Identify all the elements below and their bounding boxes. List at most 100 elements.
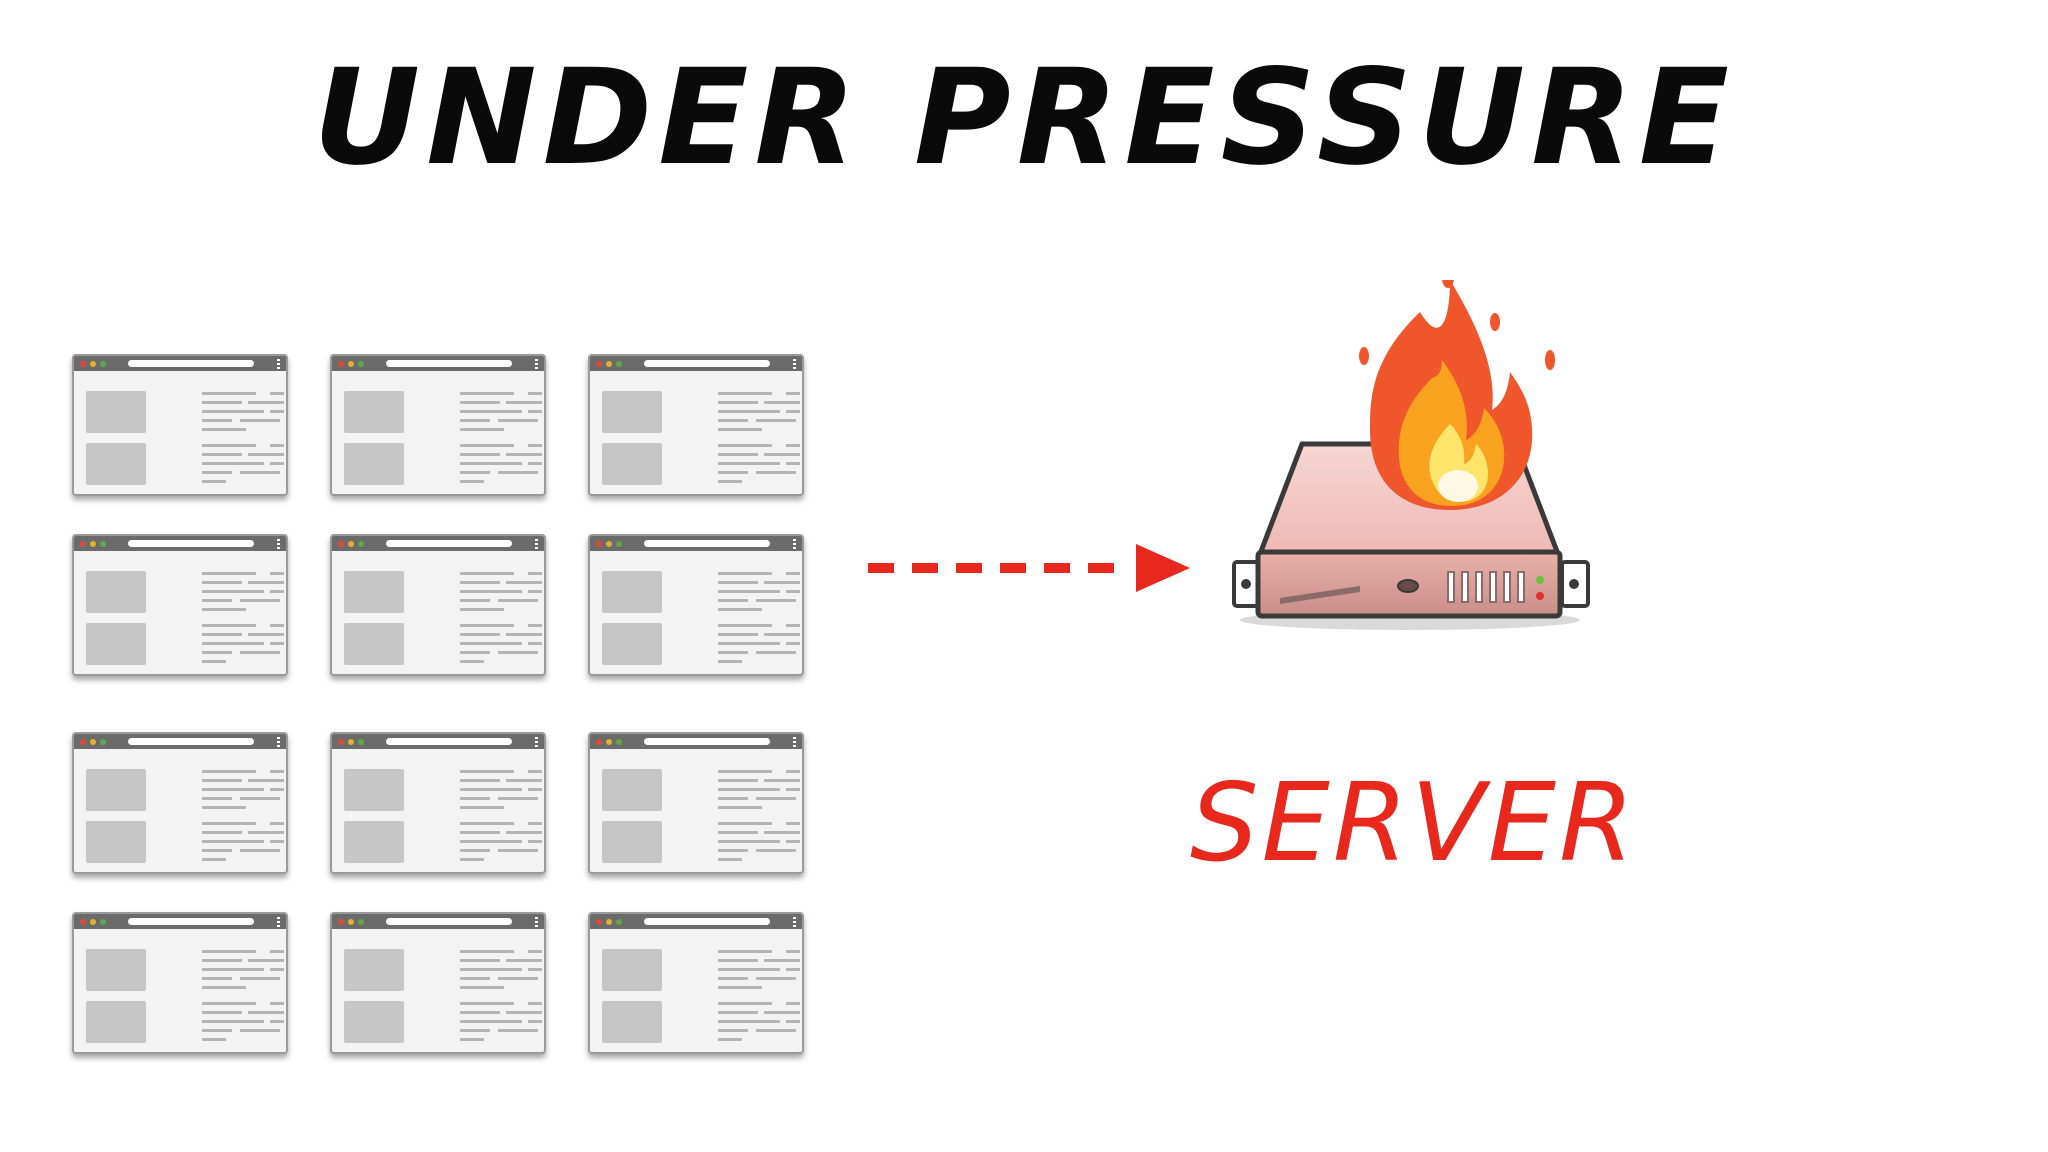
text-line (718, 471, 748, 474)
text-line (718, 959, 758, 962)
browser-window-icon (72, 912, 288, 1054)
text-line (248, 633, 284, 636)
text-line (460, 950, 514, 953)
arrow-dashes (868, 563, 1114, 573)
window-dot-red (338, 541, 344, 547)
window-dot-yellow (348, 739, 354, 745)
text-line (460, 572, 514, 575)
text-line (460, 410, 522, 413)
window-dot-green (616, 739, 622, 745)
text-line (202, 590, 264, 593)
image-placeholder (602, 391, 662, 433)
browser-toolbar (74, 356, 286, 371)
menu-icon (535, 359, 538, 369)
image-placeholder (344, 391, 404, 433)
text-line (764, 779, 800, 782)
text-line (460, 797, 490, 800)
drive-slot (1280, 586, 1360, 604)
image-placeholder (602, 623, 662, 665)
text-line (202, 401, 242, 404)
menu-icon (793, 737, 796, 747)
text-line (202, 959, 242, 962)
spark-4 (1442, 280, 1454, 288)
address-bar (128, 738, 254, 745)
arrow-dash (1088, 563, 1114, 573)
text-line (718, 572, 772, 575)
text-line (202, 950, 256, 953)
text-line (202, 480, 226, 483)
text-line (270, 950, 284, 953)
text-line (718, 1020, 780, 1023)
text-line (756, 977, 796, 980)
text-line (764, 1011, 800, 1014)
spark-3 (1545, 350, 1555, 370)
text-line (528, 642, 542, 645)
window-dot-yellow (90, 739, 96, 745)
text-line (718, 1038, 742, 1041)
address-bar (386, 540, 512, 547)
menu-icon (793, 539, 796, 549)
image-placeholder (86, 443, 146, 485)
menu-icon (535, 917, 538, 927)
text-line (460, 419, 490, 422)
text-line (786, 642, 800, 645)
menu-icon (793, 359, 796, 369)
text-line (718, 1029, 748, 1032)
text-line (460, 660, 484, 663)
text-line (460, 392, 514, 395)
text-line (528, 950, 542, 953)
text-line (528, 392, 542, 395)
text-line (270, 572, 284, 575)
text-line (786, 840, 800, 843)
browser-window-icon (72, 732, 288, 874)
text-line (248, 959, 284, 962)
image-placeholder (86, 1001, 146, 1043)
image-placeholder (86, 571, 146, 613)
text-line (270, 840, 284, 843)
browser-window-icon (588, 912, 804, 1054)
window-dot-yellow (90, 541, 96, 547)
text-line (460, 831, 500, 834)
browser-window-icon (588, 732, 804, 874)
text-line (460, 590, 522, 593)
window-dot-red (80, 739, 86, 745)
text-line (202, 806, 246, 809)
address-bar (644, 540, 770, 547)
text-line (498, 419, 538, 422)
image-placeholder (344, 571, 404, 613)
text-line (460, 471, 490, 474)
text-line (498, 471, 538, 474)
text-line (528, 788, 542, 791)
browser-toolbar (332, 356, 544, 371)
text-line (202, 572, 256, 575)
browser-toolbar (590, 734, 802, 749)
text-line (202, 968, 264, 971)
image-placeholder (344, 443, 404, 485)
text-line (240, 419, 280, 422)
window-dot-red (596, 541, 602, 547)
image-placeholder (86, 821, 146, 863)
text-line (460, 428, 504, 431)
power-button (1397, 579, 1419, 593)
image-placeholder (602, 769, 662, 811)
text-line (270, 770, 284, 773)
window-dot-green (100, 361, 106, 367)
window-dot-yellow (606, 361, 612, 367)
address-bar (644, 738, 770, 745)
text-line (460, 624, 514, 627)
text-line (786, 590, 800, 593)
text-line (270, 822, 284, 825)
text-line (718, 480, 742, 483)
text-line (718, 950, 772, 953)
text-line (248, 581, 284, 584)
window-dot-red (596, 739, 602, 745)
text-line (202, 1038, 226, 1041)
text-line (202, 444, 256, 447)
text-line (240, 471, 280, 474)
text-line (506, 779, 542, 782)
text-line (240, 797, 280, 800)
text-line (498, 797, 538, 800)
text-line (718, 410, 780, 413)
text-line (460, 651, 490, 654)
text-line (528, 410, 542, 413)
